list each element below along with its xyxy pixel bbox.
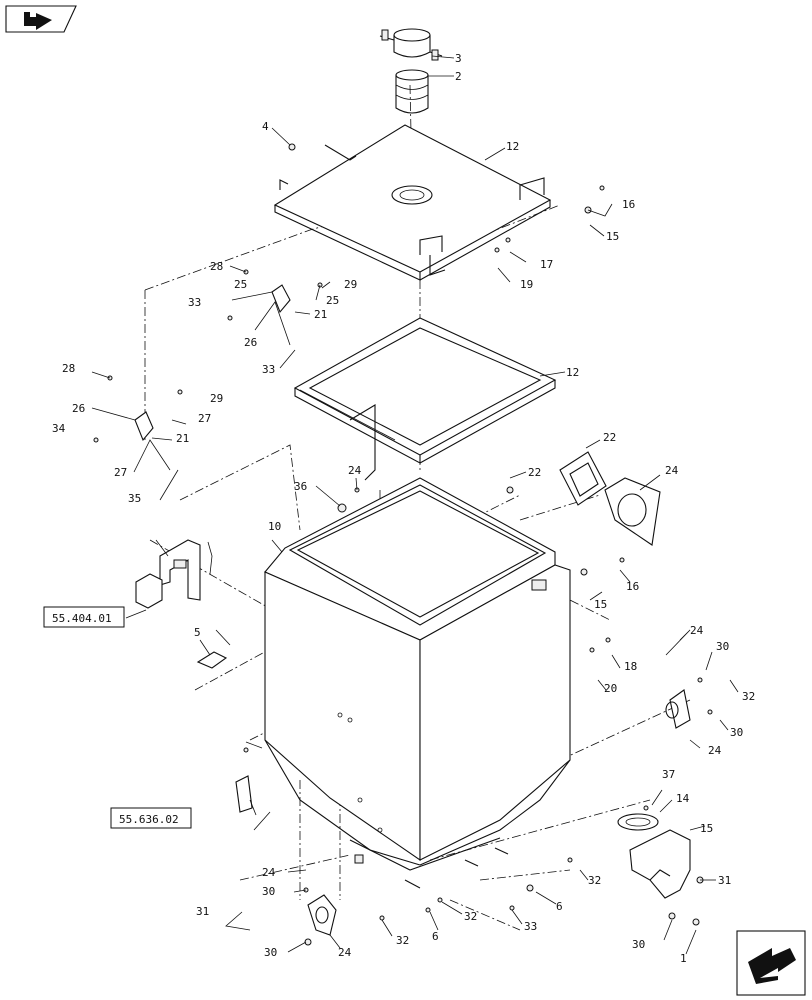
callout-label: 3: [455, 52, 462, 65]
callout-label: 24: [665, 464, 679, 477]
callout-label: 20: [604, 682, 617, 695]
callout-label: 15: [594, 598, 607, 611]
callout-label: 12: [566, 366, 579, 379]
callout-label: 15: [700, 822, 713, 835]
callout-label: 24: [690, 624, 704, 637]
callout-label: 21: [176, 432, 189, 445]
callout-label: 17: [540, 258, 553, 271]
nav-forward-button[interactable]: [5, 5, 77, 33]
callout-label: 6: [556, 900, 563, 913]
callout-label: 14: [676, 792, 690, 805]
callout-label: 21: [314, 308, 327, 321]
callout-label: 2: [455, 70, 462, 83]
leader-lines: [91, 55, 739, 955]
callout-label: 36: [294, 480, 307, 493]
callout-label: 33: [524, 920, 537, 933]
callout-label: 18: [624, 660, 637, 673]
callout-label: 24: [262, 866, 276, 879]
callout-label: 15: [606, 230, 619, 243]
callout-label: 29: [344, 278, 357, 291]
callout-label: 26: [244, 336, 257, 349]
callout-label: 22: [603, 431, 616, 444]
callout-label: 19: [520, 278, 533, 291]
callout-label: 28: [62, 362, 75, 375]
part-bracket-20: [307, 894, 337, 936]
callout-label: 31: [196, 905, 209, 918]
callout-label: 32: [464, 910, 477, 923]
callout-label: 16: [626, 580, 639, 593]
callout-label: 4: [262, 120, 269, 133]
callout-label: 12: [506, 140, 519, 153]
ref-box-55-636[interactable]: 55.636.02: [110, 807, 192, 829]
callout-label: 24: [708, 744, 722, 757]
callout-label: 10: [268, 520, 281, 533]
callout-label: 24: [348, 464, 362, 477]
ref-label: 55.636.02: [119, 813, 179, 826]
part-clip-35: [235, 775, 253, 813]
callout-labels: 3 2 4 12 16 15 17 19 28 25 29 25 33 21 2…: [52, 52, 755, 965]
callout-label: 30: [632, 938, 645, 951]
callout-label: 32: [742, 690, 755, 703]
callout-label: 27: [198, 412, 211, 425]
callout-label: 35: [128, 492, 141, 505]
callout-label: 30: [262, 885, 275, 898]
callout-label: 25: [234, 278, 247, 291]
callout-label: 16: [622, 198, 635, 211]
part-filler-neck: [395, 69, 429, 114]
part-plate-5: [196, 651, 228, 669]
part-panel-23: [604, 477, 661, 546]
callout-label: 26: [72, 402, 85, 415]
callout-label: 25: [326, 294, 339, 307]
part-hopper-body: [264, 477, 571, 889]
callout-label: 28: [210, 260, 223, 273]
part-bracket-upper: [134, 284, 291, 442]
callout-label: 27: [114, 466, 127, 479]
callout-label: 31: [718, 874, 731, 887]
callout-label: 30: [716, 640, 729, 653]
nav-next-button[interactable]: [736, 930, 806, 996]
part-lid: [273, 124, 552, 281]
part-spout-11: [629, 829, 691, 899]
part-ring-10: [617, 813, 659, 831]
part-panel-14: [559, 451, 607, 506]
callout-label: 37: [662, 768, 675, 781]
callout-label: 6: [432, 930, 439, 943]
fasteners: [93, 143, 713, 946]
ref-box-55-404[interactable]: 55.404.01: [43, 606, 125, 628]
part-bracket-36: [159, 539, 201, 601]
ref-label: 55.404.01: [52, 612, 112, 625]
callout-label: 33: [262, 363, 275, 376]
part-bracket-19: [665, 689, 691, 729]
part-cap: [379, 28, 443, 61]
callout-label: 29: [210, 392, 223, 405]
callout-label: 32: [588, 874, 601, 887]
callout-label: 24: [338, 946, 352, 959]
part-seal-frame: [293, 317, 557, 481]
forward-arrow-icon: [24, 12, 52, 30]
next-arrow-icon: [748, 948, 796, 984]
callout-label: 22: [528, 466, 541, 479]
callout-label: 33: [188, 296, 201, 309]
callout-label: 34: [52, 422, 66, 435]
callout-label: 5: [194, 626, 201, 639]
callout-label: 30: [730, 726, 743, 739]
callout-label: 32: [396, 934, 409, 947]
callout-label: 1: [680, 952, 687, 965]
callout-label: 30: [264, 946, 277, 959]
part-handle-34: [135, 573, 163, 609]
